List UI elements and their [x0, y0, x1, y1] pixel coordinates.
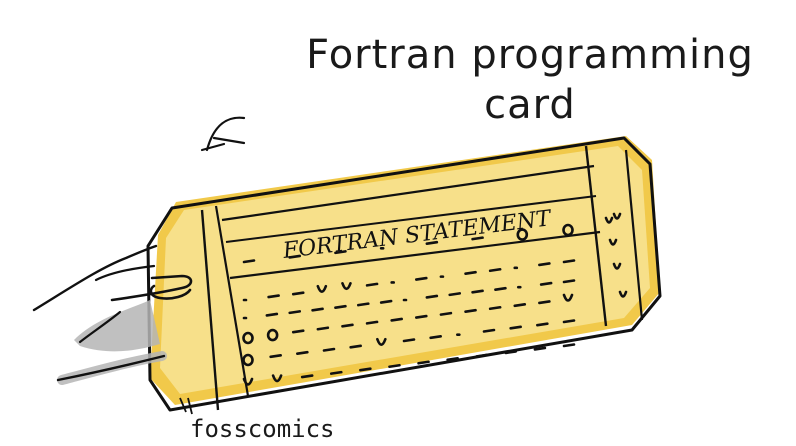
card-hole: [300, 374, 314, 379]
comic-title: Fortran programming card: [300, 30, 760, 130]
card-hole: [494, 286, 507, 292]
card-hole: [439, 311, 453, 316]
card-hole: [291, 291, 305, 296]
hand-icon: [32, 244, 193, 385]
card-hole: [608, 238, 618, 246]
card-hole: [612, 212, 622, 220]
card-hole: [265, 312, 279, 317]
card-hole: [341, 323, 354, 328]
card-hole: [379, 299, 393, 304]
card-hole: [538, 300, 551, 305]
card-hole: [334, 250, 347, 255]
card-hole: [359, 367, 372, 372]
card-hole: [242, 377, 254, 386]
card-hole: [242, 331, 254, 345]
card-hole: [288, 310, 302, 315]
card-hole: [488, 267, 502, 273]
card-hole: [448, 292, 462, 297]
card-hole: [464, 308, 477, 313]
card-hole: [356, 302, 370, 307]
card-hole: [415, 314, 428, 319]
card-hole: [612, 262, 622, 270]
card-hole: [341, 282, 352, 291]
card-hole: [267, 294, 280, 299]
card-hole: [425, 240, 439, 246]
card-hole: [311, 307, 324, 312]
card-hole: [329, 370, 343, 375]
card-face: [160, 146, 650, 394]
card-hole: [475, 353, 489, 358]
card-hole: [288, 254, 302, 259]
card-hole: [316, 284, 328, 294]
hand-shadow: [74, 300, 160, 352]
card-hole: [516, 228, 529, 241]
card-hole: [539, 281, 553, 286]
card-hole: [509, 325, 522, 330]
card-hole: [269, 354, 282, 359]
card-hole: [562, 279, 576, 284]
card-hole: [533, 346, 547, 351]
card-hole: [417, 360, 430, 365]
title-line-1: Fortran programming: [306, 32, 754, 78]
card-hole: [471, 236, 484, 241]
card-hole: [513, 303, 527, 308]
card-outline: [146, 136, 662, 412]
card-hole: [415, 276, 428, 281]
card-hole: [425, 294, 439, 299]
card-hole: [604, 216, 614, 224]
card-hole: [365, 320, 379, 325]
card-hole: [562, 293, 574, 302]
card-hole: [618, 290, 628, 298]
card-hole: [482, 328, 496, 333]
card-hole: [334, 304, 347, 310]
card-hole: [388, 363, 401, 369]
card-hole: [376, 337, 387, 346]
punch-card: FORTRAN STATEMENT: [146, 136, 662, 412]
card-hole: [365, 282, 379, 287]
credit-signature: fosscomics: [190, 415, 335, 443]
card-hole: [538, 262, 551, 267]
card-hole: [402, 338, 416, 343]
card-hole: [322, 347, 336, 352]
card-hole: [504, 350, 518, 355]
card-hole: [316, 326, 330, 331]
card-hole: [242, 259, 256, 264]
card-hole: [296, 350, 309, 355]
card-hole: [390, 317, 403, 322]
card-hole: [562, 223, 574, 237]
card-hole: [562, 319, 576, 324]
card-holes: [242, 212, 628, 386]
card-hole: [446, 357, 459, 362]
card-hole: [562, 343, 576, 348]
card-hole: [429, 335, 442, 340]
card-hole: [349, 344, 362, 349]
curved-arrow-icon: [200, 116, 246, 152]
card-hole: [271, 374, 283, 383]
title-line-2: card: [484, 82, 576, 128]
card-hole: [471, 289, 484, 294]
card-hole: [291, 329, 305, 334]
card-hole: [562, 259, 576, 264]
card-hole: [266, 328, 279, 342]
card-hole: [536, 322, 549, 327]
card-hole: [488, 305, 502, 311]
card-hole: [242, 353, 254, 367]
card-hole: [464, 270, 477, 275]
